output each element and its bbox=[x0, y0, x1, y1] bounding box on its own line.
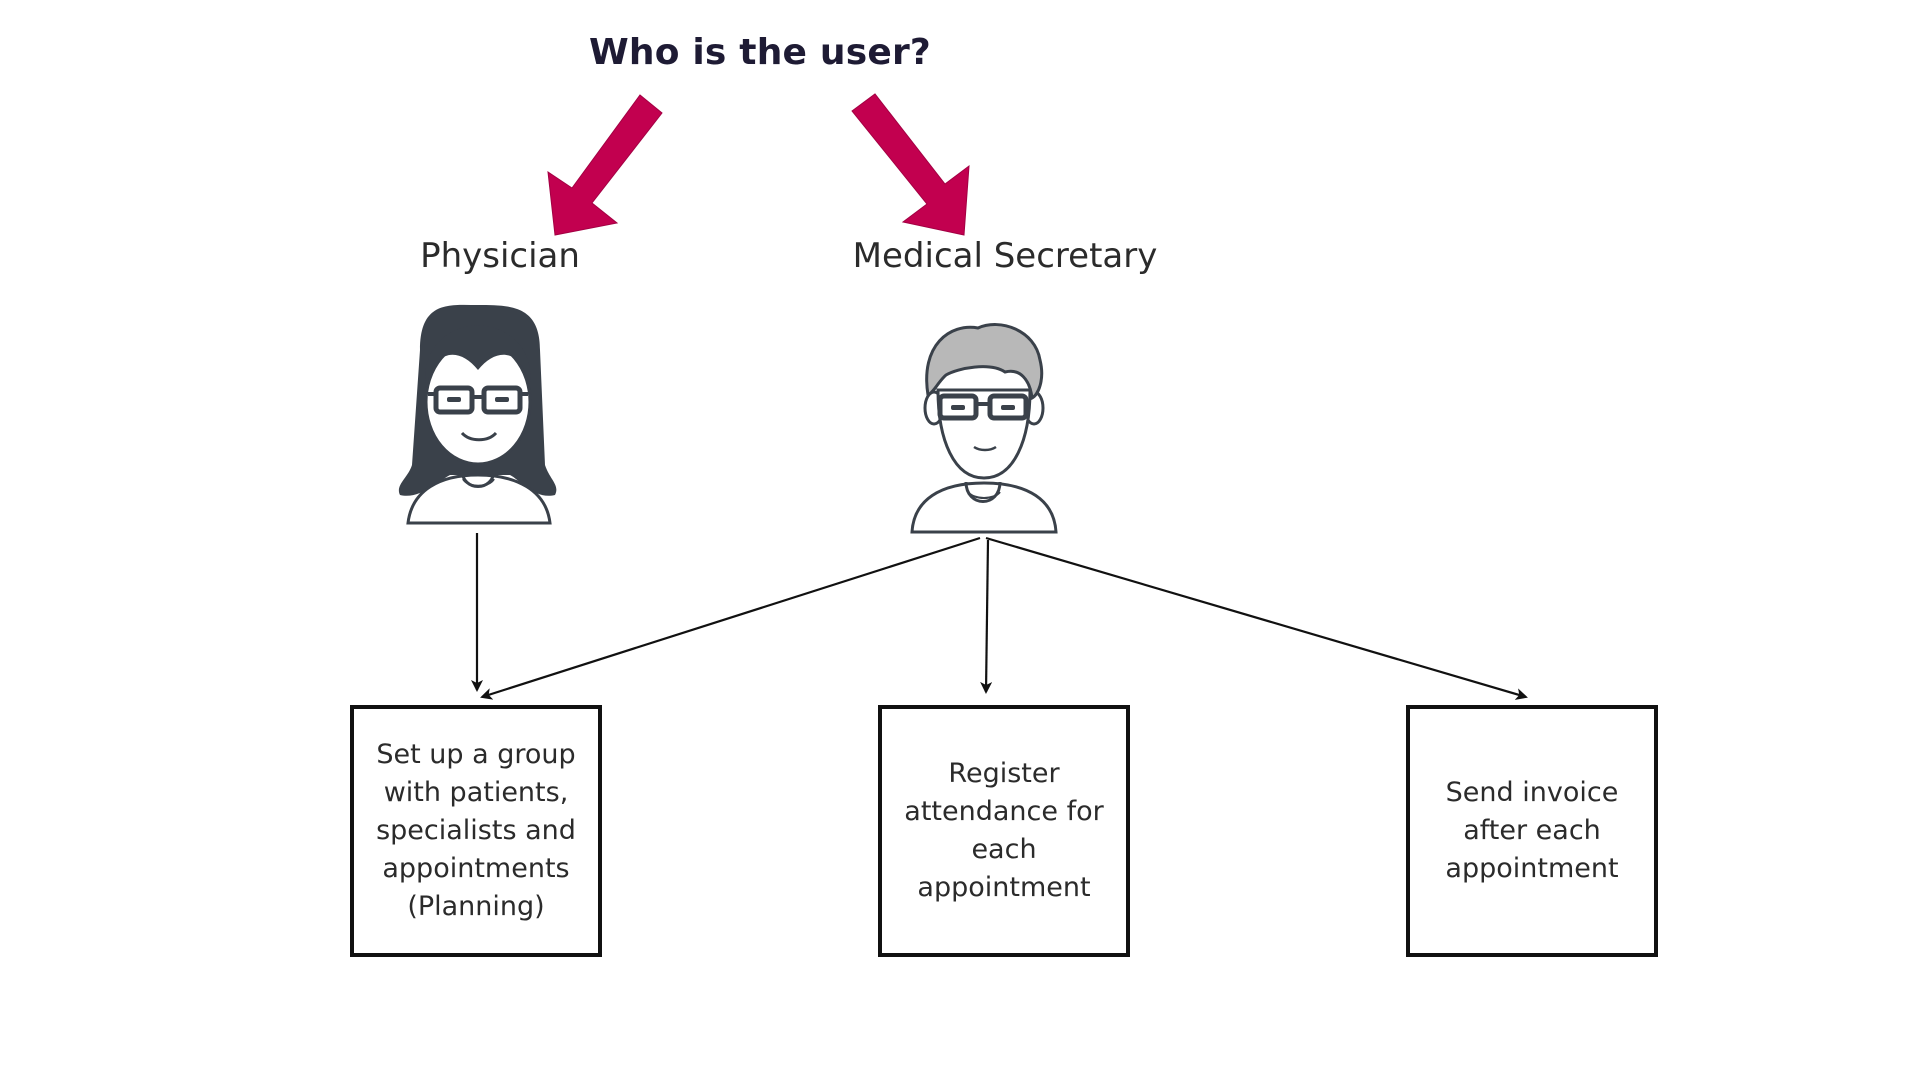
diagram-title: Who is the user? bbox=[588, 32, 931, 73]
task-label-attendance: Register attendance for each appointment bbox=[904, 758, 1104, 903]
connector-secretary-to-planning bbox=[480, 536, 981, 700]
role-label-secretary: Medical Secretary bbox=[852, 236, 1158, 276]
task-label-invoice: Send invoice after each appointment bbox=[1445, 777, 1619, 884]
accent-arrow-right bbox=[851, 93, 970, 236]
role-label-physician: Physician bbox=[420, 236, 580, 276]
secretary-avatar-icon bbox=[910, 323, 1058, 534]
connector-secretary-to-invoice bbox=[985, 536, 1528, 700]
accent-arrow-left bbox=[547, 94, 663, 236]
task-label-planning: Set up a group with patients, specialist… bbox=[376, 739, 576, 922]
task-box-invoice: Send invoice after each appointment bbox=[1406, 705, 1658, 957]
physician-avatar-icon bbox=[398, 304, 557, 525]
task-box-attendance: Register attendance for each appointment bbox=[878, 705, 1130, 957]
task-box-planning: Set up a group with patients, specialist… bbox=[350, 705, 602, 957]
connector-secretary-to-attendance bbox=[980, 539, 993, 694]
